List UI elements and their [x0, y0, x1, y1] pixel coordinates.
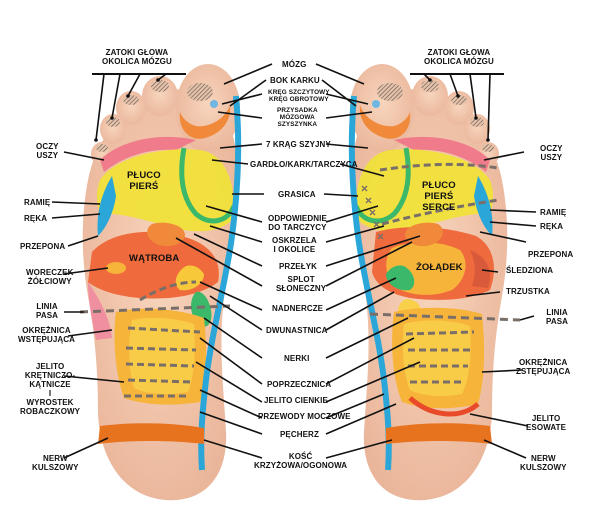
- label-shoulder-left: RAMIĘ: [24, 198, 51, 207]
- left-sinus-3: [123, 95, 139, 105]
- organ-label-lung-right: PŁUCO PIERŚ SERCE: [422, 180, 456, 213]
- label-esophagus: PRZEŁYK: [279, 262, 318, 271]
- label-waist-left: LINIA PASA: [36, 302, 59, 320]
- label-pituitary: PRZYSADKA MÓZGOWA SZYSZYNKA: [277, 107, 318, 128]
- label-descending-colon: OKRĘŻNICA ZSTĘPUJĄCA: [516, 358, 571, 376]
- label-hand-left: RĘKA: [24, 214, 48, 223]
- label-waist-right: LINIA PASA: [546, 308, 569, 326]
- left-sinus-2: [151, 80, 169, 92]
- label-hand-right: RĘKA: [540, 222, 564, 231]
- label-sigmoid: JELITO ESOWATE: [526, 414, 567, 432]
- label-bladder: PĘCHERZ: [280, 430, 319, 439]
- right-sinus-2: [421, 80, 439, 92]
- label-sinus-right: ZATOKI GŁOWA OKOLICA MÓZGU: [424, 48, 494, 66]
- right-brain-zone: [377, 83, 403, 101]
- label-throat: GARDŁO/KARK/TARCZYCA: [250, 160, 358, 169]
- label-transverse-colon: POPRZECZNICA: [267, 380, 332, 389]
- right-intestine-inner: [402, 320, 471, 397]
- right-shoulder-zone: [474, 176, 493, 236]
- label-thyroid-related: ODPOWIEDNIE DO TARCZYCY: [268, 214, 327, 232]
- right-solar-plexus: [405, 222, 443, 247]
- label-eyes-left: OCZY USZY: [36, 142, 59, 160]
- right-spleen: [470, 250, 490, 288]
- label-cervical-7: 7 KRĄG SZYJNY: [266, 140, 331, 149]
- label-kidneys: NERKI: [284, 354, 310, 363]
- label-small-intestine: JELITO CIENKIE: [264, 396, 328, 405]
- left-sciatic-band: [98, 423, 204, 444]
- label-thymus: GRASICA: [278, 190, 316, 199]
- label-sinus-left: ZATOKI GŁOWA OKOLICA MÓZGU: [102, 48, 172, 66]
- left-dashes: [124, 280, 201, 398]
- left-foot: [82, 64, 242, 501]
- right-sinus-4: [470, 117, 484, 127]
- label-sciatic-left: NERW KULSZOWY: [32, 454, 79, 472]
- left-pituitary: [210, 100, 218, 108]
- label-sacrum: KOŚĆ KRZYŻOWA/OGONOWA: [254, 452, 348, 470]
- right-sinus-5: [482, 144, 494, 152]
- left-throat-zone: [179, 147, 237, 224]
- left-lung-zone: [97, 149, 234, 232]
- label-brain: MÓZG: [282, 60, 307, 69]
- right-x-marks: [361, 185, 384, 240]
- organ-label-lung-left: PŁUCO PIERŚ: [127, 170, 161, 192]
- right-adrenal: [386, 265, 415, 291]
- label-diaphragm-left: PRZEPONA: [20, 242, 66, 251]
- right-sinus-3: [451, 95, 467, 105]
- right-dashes: [379, 162, 499, 384]
- right-foot: [348, 64, 508, 501]
- label-ureters: PRZEWODY MOCZOWE: [258, 412, 351, 421]
- left-shoulder-zone: [97, 176, 116, 236]
- leader-lines: [51, 63, 537, 459]
- right-neck-side: [359, 105, 411, 139]
- label-sciatic-right: NERW KULSZOWY: [520, 454, 567, 472]
- label-spleen: ŚLEDZIONA: [506, 266, 554, 275]
- organ-label-liver: WĄTROBA: [129, 253, 180, 264]
- label-neck-side: BOK KARKU: [270, 76, 320, 85]
- label-ascending-colon: OKRĘŻNICA WSTĘPUJĄCA: [18, 326, 76, 344]
- left-brain-zone: [187, 83, 213, 101]
- left-eyes-zone: [100, 136, 196, 172]
- right-sigmoid: [408, 396, 480, 417]
- right-eyes-zone: [394, 136, 490, 172]
- label-shoulder-right: RAMIĘ: [540, 208, 567, 217]
- label-adrenal: NADNERCZE: [272, 304, 324, 313]
- left-intestine-inner: [129, 317, 195, 395]
- right-sciatic-band: [386, 423, 492, 444]
- organ-label-stomach: ŻOŁĄDEK: [416, 262, 463, 273]
- right-spine-line: [348, 95, 392, 471]
- label-solar-plexus: SPLOT SŁONECZNY: [276, 275, 327, 293]
- left-solar-plexus: [147, 222, 185, 247]
- label-diaphragm-right: PRZEPONA: [528, 250, 574, 259]
- label-duodenum: DWUNASTNICA: [266, 326, 328, 335]
- label-atlas-axis: KRĘG SZCZYTOWY KRĘG OBROTOWY: [268, 89, 330, 103]
- label-pancreas: TRZUSTKA: [506, 287, 550, 296]
- right-pituitary: [372, 100, 380, 108]
- arrowheads: [94, 78, 490, 142]
- label-ileocecal: JELITO KRĘTNICZO- KĄTNICZE I WYROSTEK RO…: [20, 362, 81, 416]
- label-eyes-right: OCZY USZY: [540, 144, 563, 162]
- right-lung-zone: [356, 149, 493, 232]
- left-gallbladder: [106, 262, 126, 274]
- label-bronchi: OSKRZELA I OKOLICE: [272, 236, 317, 254]
- left-sinus-5: [96, 144, 108, 152]
- label-gallbladder: WORECZEK ŻÓŁCIOWY: [26, 268, 74, 286]
- left-neck-side: [179, 105, 231, 139]
- left-sinus-4: [106, 117, 120, 127]
